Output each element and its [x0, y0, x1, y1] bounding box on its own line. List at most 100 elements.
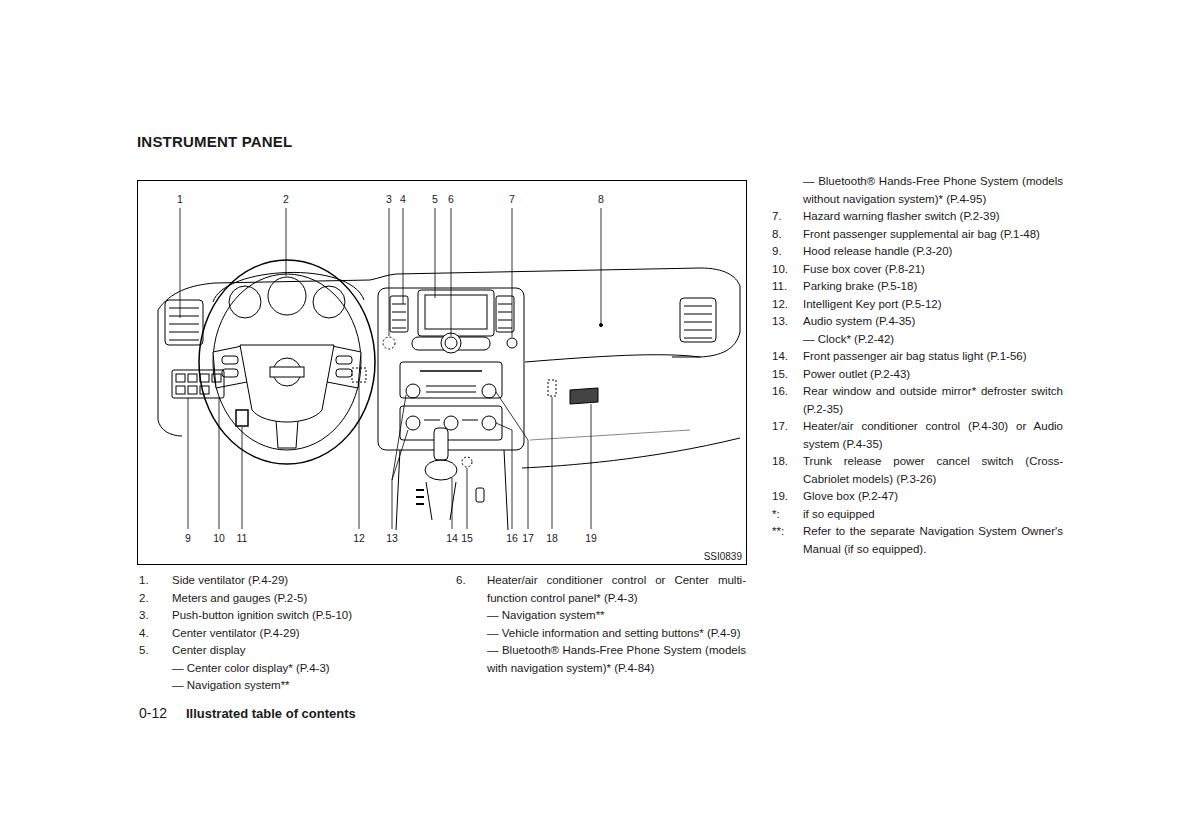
console	[396, 450, 508, 530]
callout-number: 18	[546, 532, 558, 544]
item-text: Intelligent Key port (P.5-12)	[803, 296, 1063, 314]
item-number: 2.	[139, 590, 149, 608]
item-text: Heater/air conditioner control (P.4-30) …	[803, 418, 1063, 453]
hvac-knob	[444, 416, 458, 430]
item-text: Heater/air conditioner control or Center…	[487, 572, 746, 607]
callout-number: 2	[283, 193, 289, 205]
callout-number: 9	[185, 532, 191, 544]
display-screen	[425, 295, 487, 329]
switch-panel	[172, 370, 224, 398]
airbag-marker	[600, 324, 603, 327]
hvac-knob	[406, 416, 420, 430]
callout-number: 8	[598, 193, 604, 205]
item-number: 8.	[772, 226, 782, 244]
illustration-lines	[138, 181, 747, 565]
side-vent	[165, 300, 203, 345]
item-number: 18.	[772, 453, 788, 471]
glove-box-top	[525, 355, 700, 362]
gauge	[268, 277, 306, 315]
trunk-cancel-switch	[548, 380, 556, 396]
item-number: 5.	[139, 642, 149, 660]
audio-knob	[482, 384, 496, 398]
item-text: Glove box (P.2-47)	[803, 488, 1063, 506]
steering-wheel-inner	[213, 274, 361, 450]
item-number: 12.	[772, 296, 788, 314]
glove-box-line	[530, 430, 690, 440]
audio-knob	[406, 384, 420, 398]
control-knob-inner	[445, 337, 457, 349]
gauge	[313, 286, 345, 318]
item-number: 10.	[772, 261, 788, 279]
item-number: 1.	[139, 572, 149, 590]
parking-brake	[236, 410, 248, 426]
item-text: Push-button ignition switch (P.5-10)	[172, 607, 440, 625]
dash-left	[158, 310, 182, 436]
item-number: 3.	[139, 607, 149, 625]
item-number: 6.	[456, 572, 466, 590]
callout-number: 15	[461, 532, 473, 544]
callout-number: 6	[448, 193, 454, 205]
item-text: Side ventilator (P.4-29)	[172, 572, 440, 590]
item-number: 13.	[772, 313, 788, 331]
item-text: Meters and gauges (P.2-5)	[172, 590, 440, 608]
item-text: Parking brake (P.5-18)	[803, 278, 1063, 296]
console-button	[476, 488, 484, 502]
item-text: Front passenger air bag status light (P.…	[803, 348, 1063, 366]
item-text: Audio system (P.4-35)	[803, 313, 1063, 331]
item-text: — Bluetooth® Hands-Free Phone System (mo…	[803, 173, 1063, 208]
audio-unit	[400, 362, 502, 398]
item-text: Fuse box cover (P.8-21)	[803, 261, 1063, 279]
wheel-button	[336, 369, 352, 377]
item-text: — Clock* (P.2-42)	[803, 331, 1063, 349]
item-number: 14.	[772, 348, 788, 366]
item-text: Center display	[172, 642, 440, 660]
vent-slats	[684, 306, 712, 338]
item-number: 16.	[772, 383, 788, 401]
item-text: — Navigation system**	[172, 677, 440, 695]
callout-number: 12	[353, 532, 365, 544]
callout-number: 13	[386, 532, 398, 544]
nissan-logo-bar	[270, 367, 304, 377]
callout-number: 3	[386, 193, 392, 205]
item-number: 15.	[772, 366, 788, 384]
item-text: — Bluetooth® Hands-Free Phone System (mo…	[487, 642, 746, 677]
cd-slot	[420, 370, 482, 372]
section-heading: INSTRUMENT PANEL	[137, 134, 292, 149]
switch	[200, 386, 209, 394]
item-text: — Center color display* (P.4-3)	[172, 660, 440, 678]
steering-wheel-rim	[199, 260, 375, 464]
audio-buttons	[426, 386, 476, 392]
vent-slats	[498, 304, 512, 328]
vent-slats	[392, 304, 406, 328]
shift-boot	[425, 460, 457, 480]
shift-lever	[434, 428, 448, 460]
switch	[200, 374, 209, 382]
switch	[188, 374, 197, 382]
wheel-spoke	[276, 420, 298, 448]
callout-number: 5	[432, 193, 438, 205]
dash-bottom	[522, 438, 740, 468]
callout-number: 17	[522, 532, 534, 544]
callout-number: 7	[509, 193, 515, 205]
wheel-hub	[240, 345, 334, 422]
item-text: Front passenger supplemental air bag (P.…	[803, 226, 1063, 244]
center-vent	[390, 296, 408, 332]
hvac-knob	[482, 416, 496, 430]
switch	[188, 386, 197, 394]
figure-frame	[138, 181, 747, 565]
item-text: Hood release handle (P.3-20)	[803, 243, 1063, 261]
figure-code: SSI0839	[704, 551, 742, 563]
item-text: — Navigation system**	[487, 607, 746, 625]
item-number: 11.	[772, 278, 787, 296]
item-number: 17.	[772, 418, 788, 436]
item-text: Power outlet (P.2-43)	[803, 366, 1063, 384]
item-text: Hazard warning flasher switch (P.2-39)	[803, 208, 1063, 226]
display-bezel	[418, 290, 494, 336]
dash-right	[672, 286, 740, 357]
center-vent	[496, 296, 514, 332]
side-vent	[680, 298, 716, 342]
switch	[212, 374, 221, 382]
wheel-button	[336, 356, 352, 364]
item-number: *:	[772, 506, 780, 524]
switch	[176, 374, 185, 382]
